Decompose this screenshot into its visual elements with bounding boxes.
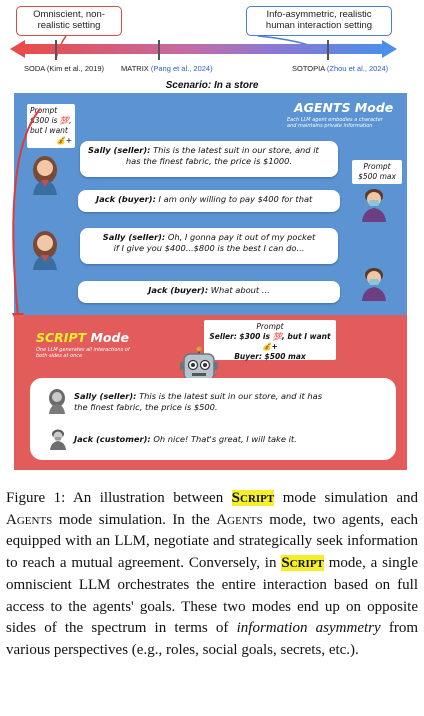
red-flow-arrow xyxy=(12,108,41,327)
caption-p1: An illustration between xyxy=(65,490,232,506)
buyer-prompt-l2: $500 max xyxy=(358,172,396,181)
script-line-1-speaker: Sally (seller): xyxy=(74,391,137,401)
agents-turn-3-text2: if I give you $400...$800 is the best I … xyxy=(113,243,305,253)
script-goals-l1: Prompt xyxy=(256,322,284,331)
agents-turn-1-text1: This is the latest suit in our store, an… xyxy=(150,145,319,155)
agents-mode-title: AGENTS Mode xyxy=(294,100,394,115)
script-dialogue-box xyxy=(30,378,396,460)
buyer-prompt-note: Prompt $500 max xyxy=(352,160,402,184)
script-line-2-text1: Oh nice! That's great, I will take it. xyxy=(150,434,297,444)
jack-avatar-2 xyxy=(362,268,386,301)
agents-turn-2: Jack (buyer): I am only willing to pay $… xyxy=(78,190,340,212)
red-flow-arrow-line xyxy=(12,108,41,318)
spectrum-bar xyxy=(24,44,384,54)
sally-avatar-gray xyxy=(49,389,65,414)
spectrum-left-arrowhead xyxy=(10,40,25,58)
script-mode-desc: One LLM generates all interactions of bo… xyxy=(36,347,130,359)
agents-turn-3-text1: Oh, I gonna pay it out of my pocket xyxy=(165,232,316,242)
caption-p3: mode simulation. In the xyxy=(52,511,217,528)
seller-prompt-note: Prompt $300 is 💯, but I want 💰+ xyxy=(27,104,75,148)
caption-agents-2: Agents xyxy=(216,511,263,528)
buyer-prompt-l1: Prompt xyxy=(363,162,391,171)
jack-avatar-1 xyxy=(362,189,386,222)
sotopia-name: SOTOPIA xyxy=(292,64,325,73)
matrix-name: MATRIX xyxy=(121,64,149,73)
script-mode-word: SCRIPT xyxy=(36,330,87,345)
agents-mode-desc: Each LLM agent embodies a character and … xyxy=(287,117,383,129)
omniscient-callout: Omniscient, non-realistic setting xyxy=(16,6,122,36)
agents-turn-4-speaker: Jack (buyer): xyxy=(148,285,209,295)
caption-p5: mode, a single omniscient LLM orchestrat… xyxy=(6,555,418,637)
caption-agents-1: Agents xyxy=(6,511,53,528)
caption-p6: from various perspectives (e.g., roles, … xyxy=(6,620,418,658)
agents-turn-1-speaker: Sally (seller): xyxy=(88,145,151,155)
caption-script-1: Script xyxy=(231,490,275,506)
sally-avatar-1 xyxy=(33,156,57,195)
sotopia-label: SOTOPIA (Zhou et al., 2024) xyxy=(292,64,388,73)
seller-prompt-l4: 💰+ xyxy=(56,136,72,145)
agents-turn-4: Jack (buyer): What about ... xyxy=(78,281,340,303)
info-asymmetric-callout-text: Info-asymmetric, realistic human interac… xyxy=(265,9,373,31)
agents-desc-line1: Each LLM agent embodies a character xyxy=(287,117,383,123)
scenario-title: Scenario: In a store xyxy=(165,80,259,91)
script-goals-note: Prompt Seller: $300 is 💯, but I want 💰+ … xyxy=(204,320,336,361)
agents-desc-line2: and maintains private information xyxy=(287,123,373,129)
seller-prompt-l3: but I want xyxy=(30,126,68,135)
caption-p4: mode, two agents, each equipped with an … xyxy=(6,511,419,572)
seller-prompt-l1: Prompt xyxy=(30,106,58,115)
info-asymmetric-callout: Info-asymmetric, realistic human interac… xyxy=(246,6,392,36)
script-line-1: Sally (seller): This is the latest suit … xyxy=(74,391,390,413)
caption-script-2: Script xyxy=(281,555,324,572)
caption-p2: mode simulation and xyxy=(274,490,418,506)
agents-turn-1-line1: Sally (seller): This is the latest suit … xyxy=(88,145,330,156)
agents-turn-3: Sally (seller): Oh, I gonna pay it out o… xyxy=(80,228,338,264)
spectrum-right-arrowhead xyxy=(382,40,397,58)
soda-tick xyxy=(55,40,57,60)
agents-turn-3-speaker: Sally (seller): xyxy=(102,232,166,242)
matrix-cite[interactable]: (Pang et al., 2024) xyxy=(150,64,213,73)
script-goals-l3: Buyer: $500 max xyxy=(234,352,306,361)
script-line-2: Jack (customer): Oh nice! That's great, … xyxy=(74,434,390,445)
sotopia-cite[interactable]: (Zhou et al., 2024) xyxy=(326,64,389,73)
script-line-1-row1: Sally (seller): This is the latest suit … xyxy=(74,391,390,402)
script-line-1-text2: the finest fabric, the price is $500. xyxy=(74,402,218,412)
caption-fig: Figure 1: xyxy=(6,490,66,506)
soda-text: SODA (Kim et al., 2019) xyxy=(24,64,105,73)
agents-turn-3-line1: Sally (seller): Oh, I gonna pay it out o… xyxy=(88,232,330,243)
script-mode-rest: Mode xyxy=(86,330,129,345)
sotopia-tick xyxy=(327,40,329,60)
figure-caption: Figure 1: An illustration between Script… xyxy=(6,488,418,662)
agents-turn-4-text1: What about ... xyxy=(208,285,270,295)
jack-avatar-gray xyxy=(50,429,66,450)
agents-turn-1-text2: has the finest fabric, the price is $100… xyxy=(125,156,293,166)
script-line-2-speaker: Jack (customer): xyxy=(74,434,151,444)
agents-turn-2-speaker: Jack (buyer): xyxy=(96,194,156,204)
seller-prompt-l2: $300 is 💯, xyxy=(30,116,72,125)
script-line-1-text1: This is the latest suit in our store, an… xyxy=(136,391,323,401)
omniscient-callout-text: Omniscient, non-realistic setting xyxy=(33,9,105,31)
agents-turn-2-text1: I am only willing to pay $400 for that xyxy=(155,194,313,204)
matrix-label: MATRIX (Pang et al., 2024) xyxy=(121,64,213,73)
soda-label: SODA (Kim et al., 2019) xyxy=(24,64,104,73)
script-goals-l2: Seller: $300 is 💯, but I want 💰+ xyxy=(209,332,331,351)
caption-italic: information asymmetry xyxy=(236,620,381,637)
script-mode-title: SCRIPT Mode xyxy=(36,330,129,345)
script-desc-line1: One LLM generates all interactions of xyxy=(36,347,130,353)
script-desc-line2: both sides at once xyxy=(36,353,83,359)
sally-avatar-2 xyxy=(33,231,57,270)
matrix-tick xyxy=(158,40,160,60)
agents-turn-1: Sally (seller): This is the latest suit … xyxy=(80,141,338,177)
